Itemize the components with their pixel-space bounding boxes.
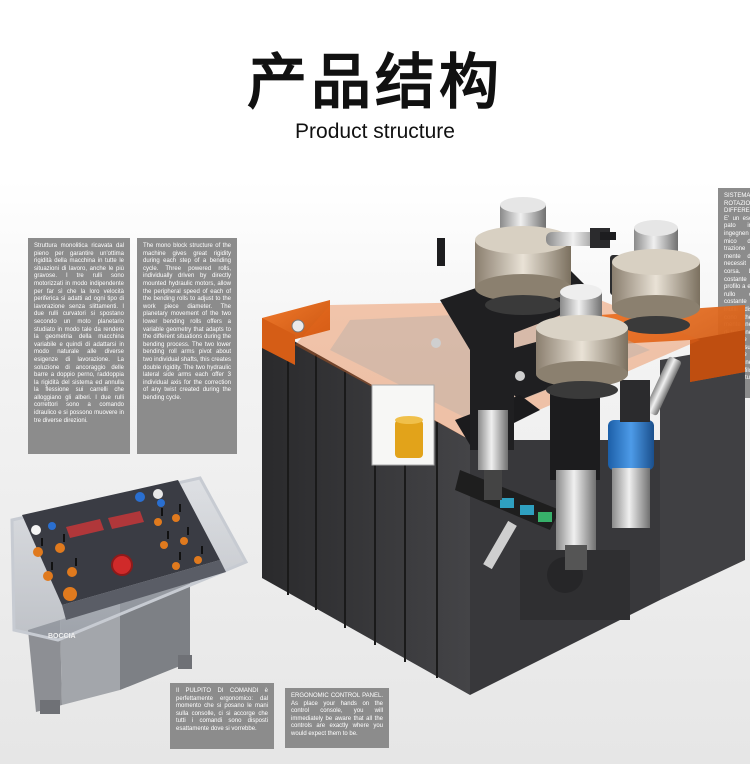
roll-front bbox=[536, 284, 628, 399]
emergency-stop-icon bbox=[111, 554, 133, 576]
roll-back-left bbox=[475, 197, 571, 315]
roll-back-right bbox=[612, 220, 700, 334]
bending-rolls bbox=[437, 197, 700, 399]
console-brand-logo: BOCCIA bbox=[48, 633, 76, 640]
console-knobs bbox=[31, 489, 202, 601]
page-title: 产品结构 bbox=[247, 48, 503, 118]
english-control-text: ERGONOMIC CONTROL PANEL. As place your h… bbox=[285, 688, 389, 748]
console-displays bbox=[66, 511, 144, 538]
italian-control-text: Il PULPITO DI COMANDI è perfettamente er… bbox=[170, 683, 274, 749]
page-subtitle: Product structure bbox=[295, 120, 455, 143]
control-console: BOCCIA bbox=[10, 476, 249, 714]
english-structure-text: The mono block structure of the machine … bbox=[137, 238, 237, 454]
italian-structure-text: Struttura monolitica ricavata dal pieno … bbox=[28, 238, 130, 454]
